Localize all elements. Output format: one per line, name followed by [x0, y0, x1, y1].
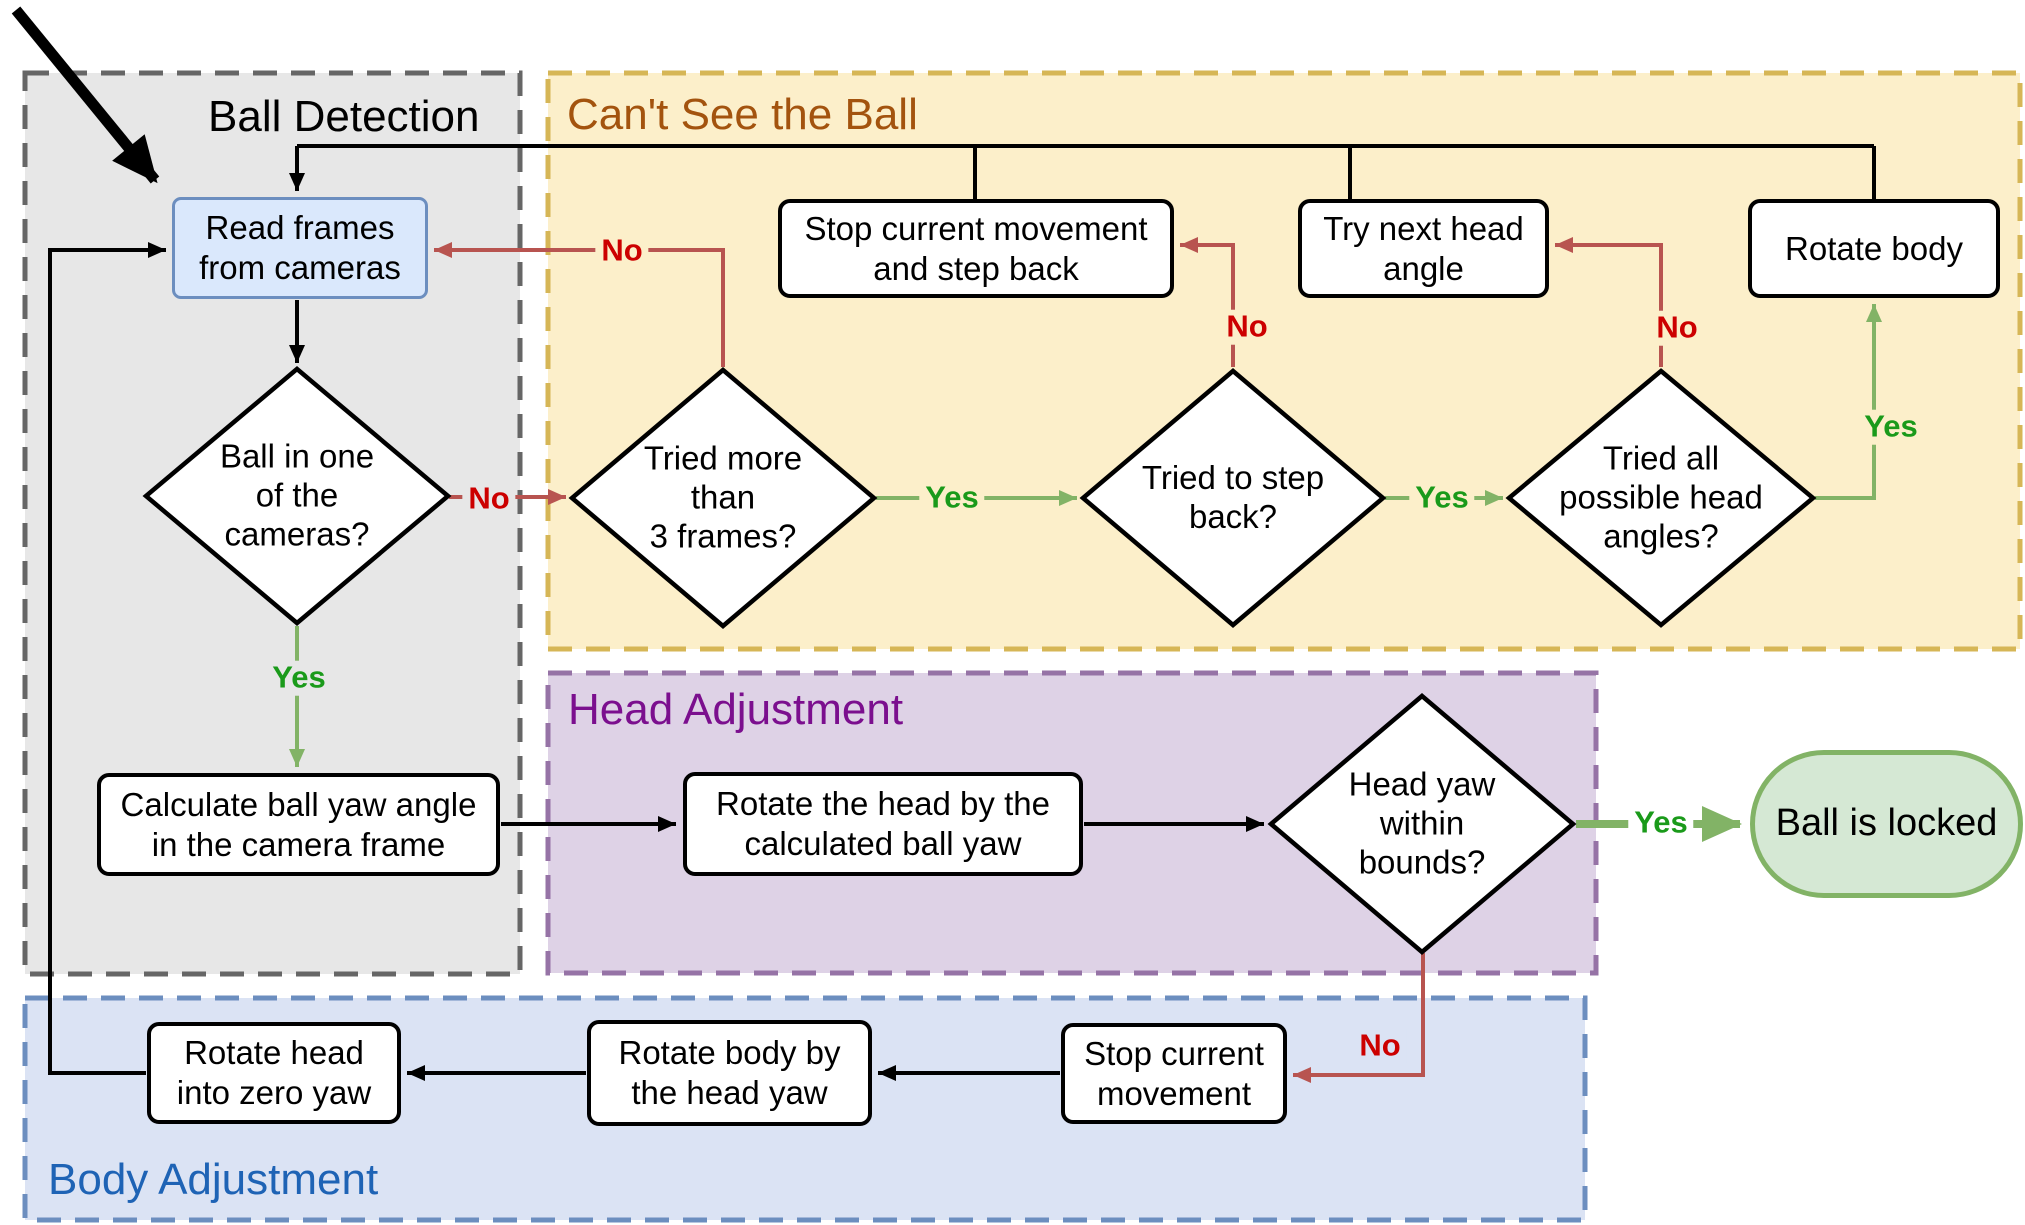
edge-return-to-read-frames	[289, 144, 1876, 199]
decision-tried-step-back-shape	[1079, 368, 1387, 628]
decision-tried-3-frames-label: Tried more than 3 frames?	[643, 439, 803, 555]
region-title-ball-detection: Ball Detection	[208, 92, 480, 141]
decision-ball-in-cameras-shape	[142, 366, 452, 626]
node-rotate-body: Rotate body	[1748, 199, 2000, 298]
edge-start-to-read-frames	[11, 6, 160, 184]
region-title-body-adjustment: Body Adjustment	[48, 1155, 379, 1204]
edge-label-yes-bounds-to-locked: Yes	[1628, 805, 1694, 841]
edge-label-no-allangles-to-trynext: No	[1650, 310, 1704, 346]
decision-tried-all-angles-shape	[1505, 368, 1817, 628]
edge-label-no-bounds-to-stopcurrent: No	[1353, 1028, 1407, 1064]
decision-tried-all-angles-label: Tried all possible head angles?	[1559, 439, 1763, 555]
edge-rotate-head-zero-to-read-frames	[48, 242, 166, 1075]
edge-label-no-ball-to-tried3: No	[462, 481, 516, 517]
edge-label-yes-tried3-to-stepback: Yes	[919, 480, 985, 516]
edge-label-yes-ball-to-calc: Yes	[266, 660, 332, 696]
node-rotate-head-zero: Rotate head into zero yaw	[147, 1022, 401, 1124]
decision-head-yaw-bounds-shape	[1267, 693, 1577, 955]
edge-label-no-tried3-to-read: No	[595, 233, 649, 269]
edge-label-no-stepback-to-stop: No	[1220, 309, 1274, 345]
decision-tried-3-frames-shape	[568, 367, 878, 629]
node-read-frames: Read frames from cameras	[172, 197, 428, 299]
node-stop-step-back: Stop current movement and step back	[778, 199, 1174, 298]
decision-head-yaw-bounds-label: Head yaw within bounds?	[1348, 765, 1496, 881]
node-calc-yaw: Calculate ball yaw angle in the camera f…	[97, 773, 500, 876]
decision-ball-in-cameras-label: Ball in one of the cameras?	[219, 437, 375, 553]
region-title-head-adjustment: Head Adjustment	[568, 685, 904, 734]
node-ball-locked: Ball is locked	[1750, 750, 2023, 898]
node-rotate-body-by: Rotate body by the head yaw	[587, 1020, 872, 1126]
region-title-cant-see-the-ball: Can't See the Ball	[567, 90, 918, 139]
edge-label-yes-allangles-to-rotatebody: Yes	[1858, 409, 1924, 445]
edge-no-head-yaw-bounds-to-stop-current	[1293, 953, 1425, 1083]
node-stop-current: Stop current movement	[1061, 1023, 1287, 1124]
edge-label-yes-stepback-to-allangles: Yes	[1409, 480, 1475, 516]
edge-no-tried-3-frames-to-read-frames	[434, 242, 725, 367]
node-try-next-head: Try next head angle	[1298, 199, 1549, 298]
decision-tried-step-back-label: Tried to step back?	[1141, 459, 1325, 535]
node-rotate-head-by: Rotate the head by the calculated ball y…	[683, 772, 1083, 876]
edge-yes-tried-all-angles-to-rotate-body	[1815, 304, 1882, 500]
